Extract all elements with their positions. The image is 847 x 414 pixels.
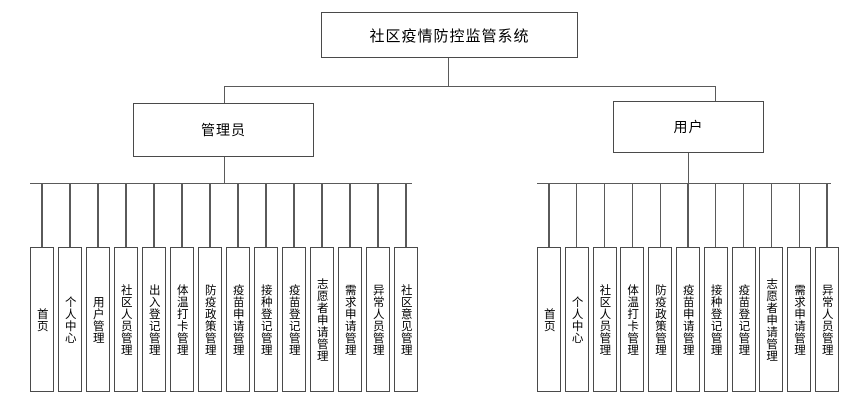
connector-leaf-drop [659, 183, 661, 247]
connector-leaf-drop [125, 183, 127, 247]
leaf-node[interactable]: 异常人员管理 [366, 247, 390, 392]
branch-node-admin[interactable]: 管理员 [133, 103, 314, 157]
branch-node-user-label: 用户 [673, 120, 704, 136]
leaf-node-label: 防疫政策管理 [653, 283, 668, 356]
leaf-node[interactable]: 异常人员管理 [815, 247, 839, 392]
leaf-node-label: 疫苗登记管理 [287, 283, 302, 356]
leaf-node-label: 需求申请管理 [343, 283, 358, 356]
leaf-node-label: 志愿者申请管理 [765, 277, 780, 362]
leaf-node[interactable]: 社区意见管理 [394, 247, 418, 392]
leaf-node-label: 志愿者申请管理 [315, 277, 330, 362]
connector-drop-admin [224, 86, 226, 103]
leaf-node[interactable]: 疫苗申请管理 [676, 247, 700, 392]
leaf-node-label: 疫苗申请管理 [231, 283, 246, 356]
connector-leaf-drop [548, 183, 550, 247]
leaf-node-label: 需求申请管理 [792, 283, 807, 356]
leaf-node[interactable]: 个人中心 [58, 247, 82, 392]
leaf-node-label: 防疫政策管理 [203, 283, 218, 356]
leaf-node[interactable]: 出入登记管理 [142, 247, 166, 392]
connector-leaf-drop [209, 183, 211, 247]
connector-leaf-drop [265, 183, 267, 247]
leaf-node[interactable]: 首页 [537, 247, 561, 392]
leaf-node[interactable]: 首页 [30, 247, 54, 392]
root-node-label: 社区疫情防控监管系统 [369, 26, 530, 45]
leaf-node-label: 个人中心 [63, 295, 78, 344]
connector-root-stem [448, 58, 450, 87]
leaf-node[interactable]: 用户管理 [86, 247, 110, 392]
leaf-node[interactable]: 接种登记管理 [703, 247, 728, 392]
leaf-node-label: 社区人员管理 [598, 283, 613, 356]
connector-leaf-drop [321, 183, 323, 247]
connector-leaf-drop [97, 183, 99, 247]
leaf-node[interactable]: 疫苗登记管理 [731, 247, 756, 392]
connector-leaf-drop [153, 183, 155, 247]
connector-leaf-drop [576, 183, 578, 247]
leaf-node[interactable]: 疫苗登记管理 [282, 247, 306, 392]
leaf-node[interactable]: 体温打卡管理 [620, 247, 645, 392]
leaf-node-label: 社区人员管理 [119, 283, 134, 356]
leaf-node[interactable]: 体温打卡管理 [170, 247, 194, 392]
connector-leaf-drop [798, 183, 800, 247]
leaf-node-label: 首页 [542, 307, 557, 332]
connector-leaf-drop [826, 183, 828, 247]
leaf-node-label: 个人中心 [570, 295, 585, 344]
connector-leaf-drop [293, 183, 295, 247]
root-node[interactable]: 社区疫情防控监管系统 [321, 12, 578, 58]
leaf-node-label: 接种登记管理 [259, 283, 274, 356]
leaf-node[interactable]: 接种登记管理 [254, 247, 278, 392]
leaf-node-label: 异常人员管理 [371, 283, 386, 356]
leaf-node-label: 用户管理 [91, 295, 106, 344]
connector-leaf-drop [41, 183, 43, 247]
connector-leaf-drop [603, 183, 606, 247]
leaf-node-label: 出入登记管理 [147, 283, 162, 356]
branch-node-admin-label: 管理员 [201, 123, 246, 139]
connector-leaf-drop [349, 183, 351, 247]
leaf-node[interactable]: 需求申请管理 [338, 247, 362, 392]
leaf-node[interactable]: 防疫政策管理 [648, 247, 673, 392]
leaf-node[interactable]: 志愿者申请管理 [759, 247, 784, 392]
connector-leaf-drop [377, 183, 379, 247]
leaf-node-label: 首页 [35, 307, 50, 332]
connector-leaf-drop [631, 183, 634, 247]
connector-leaf-drop [770, 183, 773, 247]
branch-node-user[interactable]: 用户 [613, 101, 764, 153]
leaf-node[interactable]: 志愿者申请管理 [310, 247, 334, 392]
connector-leaf-drop [181, 183, 183, 247]
leaf-node-label: 疫苗登记管理 [737, 283, 752, 356]
leaf-node[interactable]: 社区人员管理 [592, 247, 617, 392]
connector-user-leaf-bus [537, 183, 831, 185]
leaf-node-label: 疫苗申请管理 [681, 283, 696, 356]
connector-leaf-drop [69, 183, 71, 247]
leaf-node-label: 体温打卡管理 [626, 283, 641, 356]
connector-drop-user [715, 86, 717, 102]
connector-user-stem [688, 153, 690, 184]
connector-leaf-drop [715, 183, 717, 247]
leaf-node[interactable]: 防疫政策管理 [198, 247, 222, 392]
connector-leaf-drop [742, 183, 745, 247]
connector-admin-leaf-bus [30, 183, 412, 185]
leaf-node[interactable]: 需求申请管理 [787, 247, 812, 392]
connector-leaf-drop [687, 183, 689, 247]
leaf-node-label: 接种登记管理 [709, 283, 724, 356]
leaf-node[interactable]: 个人中心 [564, 247, 589, 392]
leaf-node-label: 异常人员管理 [820, 283, 835, 356]
connector-leaf-drop [405, 183, 407, 247]
leaf-node-label: 体温打卡管理 [175, 283, 190, 356]
leaf-node[interactable]: 社区人员管理 [114, 247, 138, 392]
connector-admin-stem [224, 157, 226, 184]
leaf-node[interactable]: 疫苗申请管理 [226, 247, 250, 392]
connector-level2-bus [224, 86, 716, 88]
connector-leaf-drop [237, 183, 239, 247]
leaf-node-label: 社区意见管理 [399, 283, 414, 356]
